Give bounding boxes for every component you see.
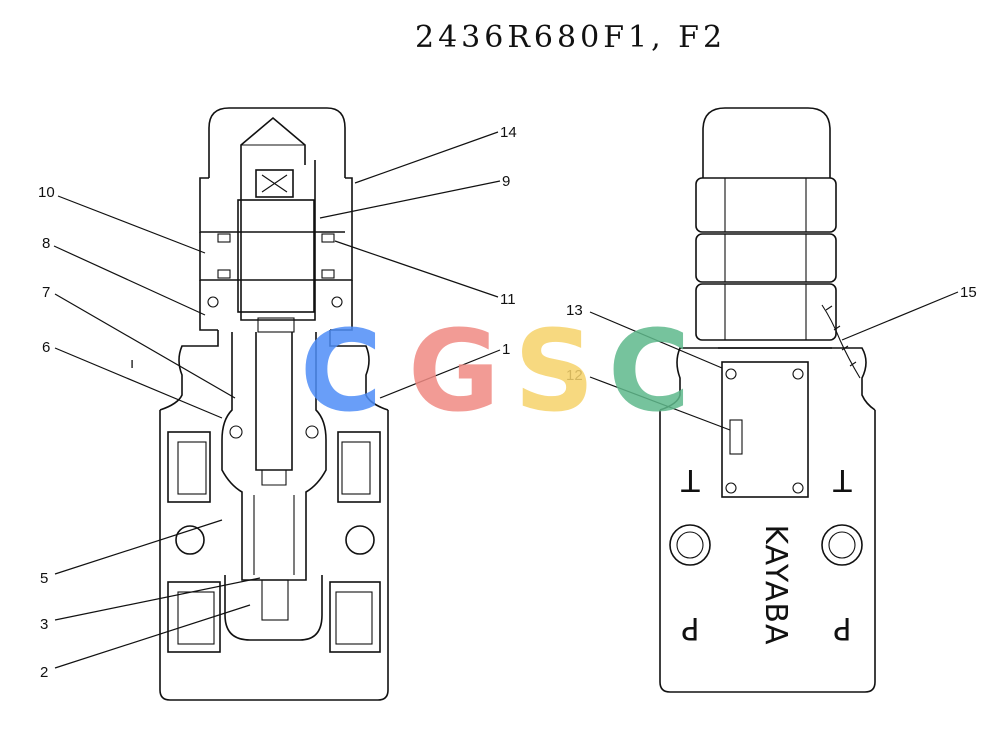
callout-6: 6 [42, 339, 50, 356]
brand-marking: KAYABA [758, 525, 793, 646]
port-label-t-left: T [680, 462, 700, 497]
watermark-letter-c1: C [300, 307, 382, 437]
section-view [159, 107, 389, 701]
leader-lines [53, 131, 959, 669]
callout-9: 9 [502, 173, 510, 190]
port-label-p-left: P [680, 610, 699, 645]
callout-10: 10 [38, 184, 55, 201]
callout-14: 13 [566, 302, 583, 319]
callout-1: 1 [502, 341, 510, 358]
stray-mark: ı [130, 355, 134, 372]
watermark-letter-s: S [514, 307, 595, 437]
port-label-p-right: P [832, 610, 851, 645]
port-label-t-right: T [832, 462, 852, 497]
callout-12: 14 [500, 124, 517, 141]
callout-2: 2 [40, 664, 48, 681]
external-view [659, 107, 876, 693]
callout-13: 12 [566, 367, 583, 384]
drawing-title: 2436R680F1, F2 [415, 20, 726, 55]
callout-11: 11 [500, 291, 516, 308]
callout-8: 8 [42, 235, 50, 252]
callout-5: 5 [40, 570, 48, 587]
watermark-letter-c2: C [608, 307, 690, 437]
callout-7: 7 [42, 284, 50, 301]
watermark: C G S C [300, 307, 690, 437]
callout-15: 15 [960, 284, 977, 301]
callout-3: 3 [40, 616, 48, 633]
watermark-letter-g: G [408, 307, 500, 437]
